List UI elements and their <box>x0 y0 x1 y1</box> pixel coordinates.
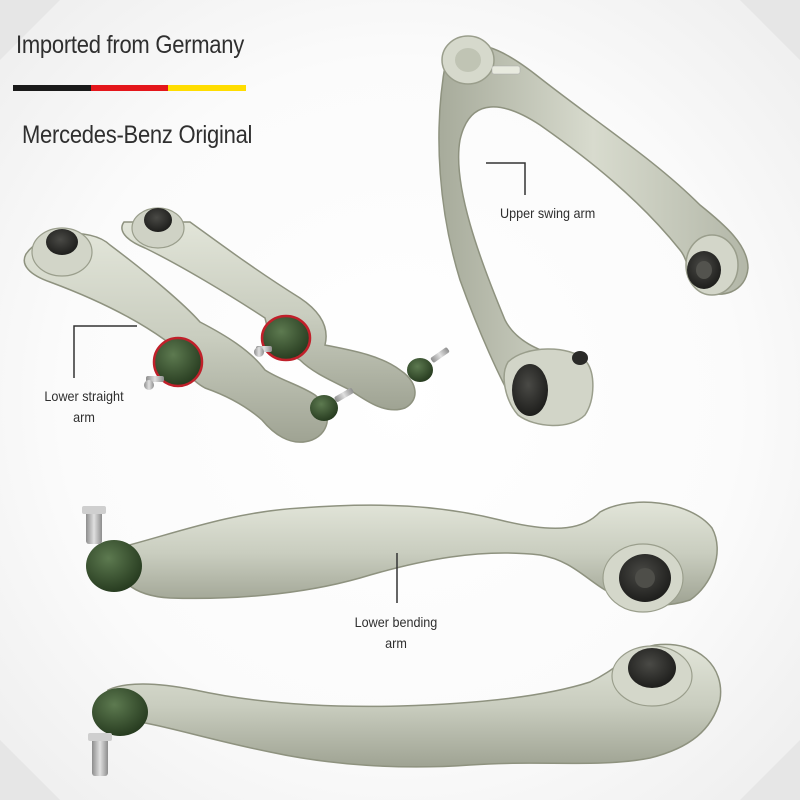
subline: Mercedes-Benz Original <box>22 121 253 149</box>
callout-upper-swing-arm: Upper swing arm <box>500 205 596 221</box>
lower-straight-arm-front <box>23 227 354 443</box>
callout-line: Lower straight <box>44 388 124 404</box>
german-flag-stripe <box>13 85 247 91</box>
corner-shade <box>740 0 800 60</box>
headline: Imported from Germany <box>16 31 244 59</box>
callout-lower-straight-arm: Lower straight arm <box>37 386 131 428</box>
flag-stripe-gold <box>168 85 247 91</box>
upper-swing-arm <box>438 35 749 427</box>
leader-lower-straight-arm <box>73 325 137 378</box>
lower-bending-arm-upper <box>82 501 718 613</box>
corner-shade <box>740 740 800 800</box>
lower-straight-arm-rear <box>121 207 450 411</box>
corner-shade <box>0 740 60 800</box>
corner-shade <box>0 0 60 60</box>
leader-upper-swing-arm <box>486 162 526 195</box>
flag-stripe-red <box>90 85 169 91</box>
callout-line: arm <box>73 409 95 425</box>
callout-line: arm <box>385 635 407 651</box>
callout-line: Lower bending <box>354 614 438 630</box>
flag-stripe-black <box>13 85 91 91</box>
lower-bending-arm-lower <box>88 643 722 776</box>
callout-lower-bending-arm: Lower bending arm <box>351 612 441 654</box>
